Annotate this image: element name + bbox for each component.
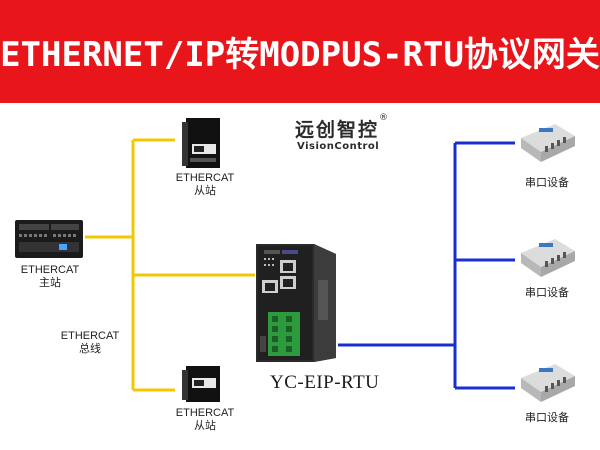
slave-top-line2: 从站: [194, 185, 216, 197]
serial-device-icon: [521, 364, 575, 402]
title-banner: [0, 0, 600, 103]
slave-bottom-line1: ETHERCAT: [175, 407, 235, 419]
logo-english-text: VisionControl: [297, 141, 380, 152]
serial-device-3-label: 串口设备: [525, 412, 569, 424]
master-line1: ETHERCAT: [20, 264, 80, 276]
logo-chinese-text: 远创智控: [295, 119, 380, 141]
bus-line1: ETHERCAT: [60, 330, 120, 342]
bus-line2: 总线: [79, 343, 101, 355]
ethercat-slave-top-label: ETHERCAT 从站: [170, 172, 240, 198]
ethercat-bus-lines: [85, 138, 255, 392]
ethercat-master-label: ETHERCAT 主站: [15, 264, 85, 290]
serial-device-2-label: 串口设备: [525, 287, 569, 299]
gateway-device-icon: [256, 244, 336, 362]
page-title: ETHERNET/IP转MODPUS-RTU协议网关: [0, 35, 600, 75]
serial-device-icon: [521, 239, 575, 277]
slave-top-line1: ETHERCAT: [175, 172, 235, 184]
ethercat-bus-label: ETHERCAT 总线: [55, 330, 125, 356]
serial-bus-lines: [338, 141, 515, 390]
ethercat-slave-bottom-label: ETHERCAT 从站: [170, 407, 240, 433]
brand-logo: 远创智控 ® VisionControl: [295, 113, 395, 157]
master-line2: 主站: [39, 277, 61, 289]
registered-mark: ®: [379, 113, 388, 123]
servo-drive-icon: [182, 118, 220, 168]
gateway-model-label: YC-EIP-RTU: [270, 372, 380, 393]
serial-device-1-label: 串口设备: [525, 177, 569, 189]
serial-device-icon: [521, 124, 575, 162]
plc-master-icon: [15, 220, 83, 258]
servo-drive-icon: [182, 366, 220, 402]
slave-bottom-line2: 从站: [194, 420, 216, 432]
